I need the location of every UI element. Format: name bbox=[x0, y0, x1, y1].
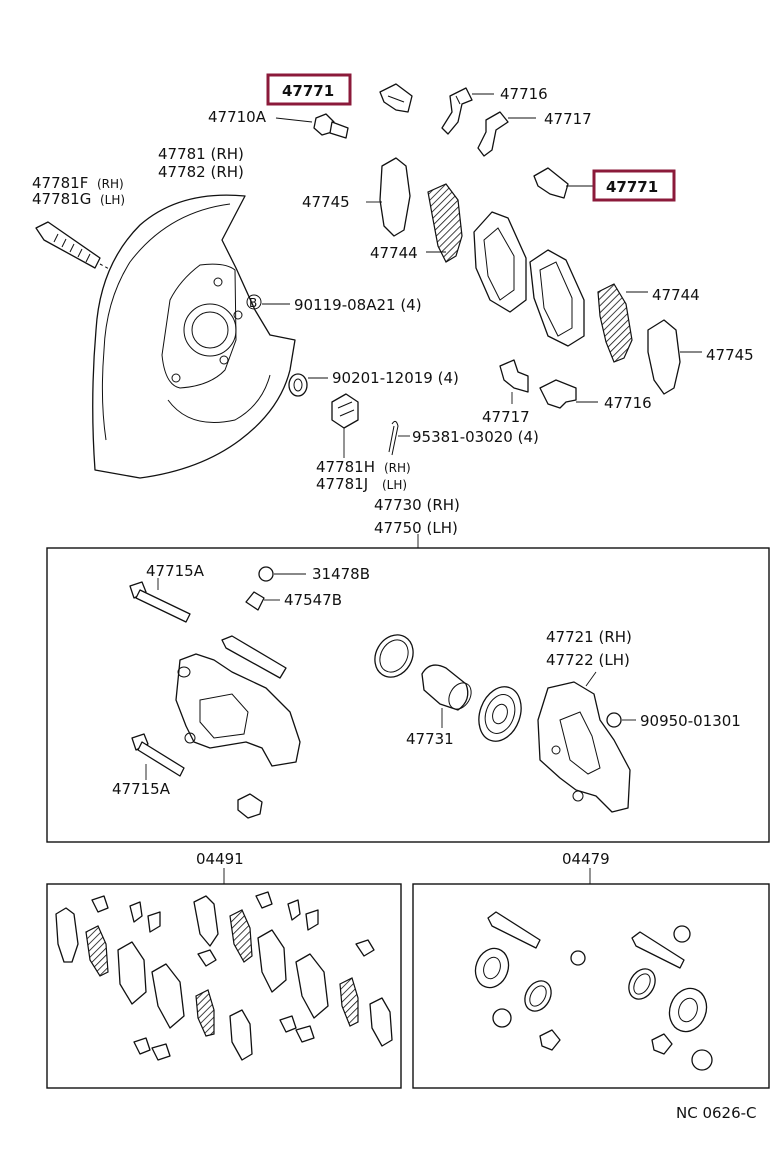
label-47717-top[interactable]: 47717 bbox=[544, 110, 592, 128]
label-47781H-side: (RH) bbox=[384, 461, 411, 475]
label-47781J[interactable]: 47781J bbox=[316, 475, 368, 493]
footer-code: NC 0626-C bbox=[676, 1104, 757, 1122]
bolt-47710A bbox=[275, 113, 349, 139]
label-47716-top[interactable]: 47716 bbox=[500, 85, 548, 103]
cotter-pin-95381 bbox=[388, 420, 410, 456]
label-47731[interactable]: 47731 bbox=[406, 730, 454, 748]
shim-47745-right bbox=[647, 319, 702, 395]
caliper-assembly-box bbox=[46, 547, 770, 843]
label-47745-right[interactable]: 47745 bbox=[706, 346, 754, 364]
retainer-47716-low bbox=[539, 379, 598, 409]
label-47721[interactable]: 47721 (RH) bbox=[546, 628, 632, 646]
label-47781-rh[interactable]: 47781 (RH) bbox=[158, 145, 244, 163]
label-95381[interactable]: 95381-03020 (4) bbox=[412, 428, 539, 446]
label-47781H[interactable]: 47781H bbox=[316, 458, 375, 476]
circle-b-marker: B bbox=[246, 294, 290, 310]
clip-47717-top bbox=[477, 111, 536, 157]
label-47547B[interactable]: 47547B bbox=[284, 591, 342, 609]
cap-31478B bbox=[258, 566, 306, 582]
brake-pad-inner bbox=[473, 211, 527, 313]
kit-04479-box bbox=[412, 883, 770, 1089]
label-90950[interactable]: 90950-01301 bbox=[640, 712, 741, 730]
slide-pin-47715A-bottom bbox=[131, 733, 185, 780]
label-31478B[interactable]: 31478B bbox=[312, 565, 370, 583]
label-47781G-side: (LH) bbox=[100, 193, 125, 207]
label-04491[interactable]: 04491 bbox=[196, 850, 244, 868]
retainer-47716-top bbox=[441, 87, 494, 135]
cap-90950 bbox=[606, 712, 636, 728]
label-47781J-side: (LH) bbox=[382, 478, 407, 492]
shim-47745-left bbox=[366, 157, 411, 237]
label-90201[interactable]: 90201-12019 (4) bbox=[332, 369, 459, 387]
label-47715A-bottom[interactable]: 47715A bbox=[112, 780, 171, 798]
label-47715A-top[interactable]: 47715A bbox=[146, 562, 205, 580]
label-47750[interactable]: 47750 (LH) bbox=[374, 519, 458, 537]
bleeder-47547B bbox=[245, 591, 280, 611]
circle-b-text: B bbox=[249, 296, 257, 310]
brake-pad-outer bbox=[529, 249, 585, 347]
label-47722[interactable]: 47722 (LH) bbox=[546, 651, 630, 669]
caliper-mount-47721 bbox=[537, 671, 631, 813]
label-47744-right[interactable]: 47744 bbox=[652, 286, 700, 304]
washer-90201 bbox=[288, 373, 328, 397]
kit-04491-box bbox=[46, 883, 402, 1089]
slide-pin-47715A-top bbox=[129, 578, 191, 623]
shim-47744-right bbox=[597, 283, 648, 363]
label-47745-left[interactable]: 47745 bbox=[302, 193, 350, 211]
label-47744-left[interactable]: 47744 bbox=[370, 244, 418, 262]
piston-47731 bbox=[421, 664, 472, 728]
long-bolt-47781F bbox=[35, 221, 123, 277]
label-47710A[interactable]: 47710A bbox=[208, 108, 267, 126]
kit-04491-contents bbox=[55, 891, 393, 1061]
label-47717-low[interactable]: 47717 bbox=[482, 408, 530, 426]
piston-boot bbox=[478, 686, 522, 742]
label-04479[interactable]: 04479 bbox=[562, 850, 610, 868]
clip-47717-low bbox=[499, 359, 529, 404]
label-47771-top[interactable]: 47771 bbox=[282, 82, 334, 100]
label-47716-low[interactable]: 47716 bbox=[604, 394, 652, 412]
boot-small bbox=[237, 793, 263, 819]
caliper-body bbox=[175, 635, 301, 767]
dust-shield-47781 bbox=[92, 194, 296, 479]
label-47771-right[interactable]: 47771 bbox=[606, 178, 658, 196]
label-47781F[interactable]: 47781F bbox=[32, 174, 88, 192]
label-47781F-side: (RH) bbox=[97, 177, 124, 191]
label-90119[interactable]: 90119-08A21 (4) bbox=[294, 296, 422, 314]
label-47730[interactable]: 47730 (RH) bbox=[374, 496, 460, 514]
kit-04479-contents bbox=[474, 911, 713, 1071]
shim-47744-left bbox=[426, 183, 463, 263]
piston-seal-ring bbox=[374, 634, 414, 678]
highlight-box-47771-right bbox=[592, 169, 676, 202]
hub-nut-47781H bbox=[331, 393, 359, 458]
anti-squeal-clip-47771-top bbox=[379, 83, 413, 113]
highlight-box-47771-top bbox=[266, 73, 352, 106]
label-47782-rh[interactable]: 47782 (RH) bbox=[158, 163, 244, 181]
anti-squeal-clip-47771-right bbox=[533, 167, 596, 199]
label-47781G[interactable]: 47781G bbox=[32, 190, 91, 208]
